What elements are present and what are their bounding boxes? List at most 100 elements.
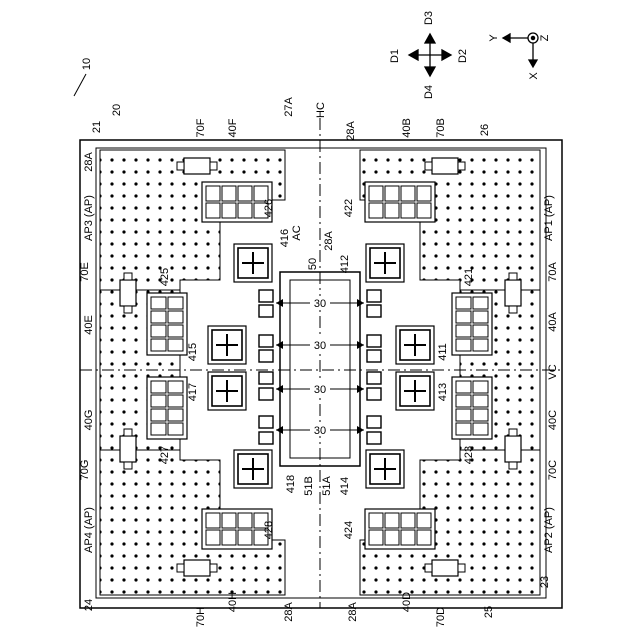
label-30: 30 xyxy=(314,298,326,310)
double-arrow-30-3: 30 xyxy=(276,382,364,396)
label-28a-top: 28A xyxy=(345,121,357,141)
bond-pad-right-2 xyxy=(367,305,381,317)
label-28a-mid: 28A xyxy=(323,231,335,251)
label-10: 10 xyxy=(81,58,93,70)
label-427: 427 xyxy=(159,446,171,464)
bond-pad-right-8 xyxy=(367,432,381,444)
bond-pad-right-3 xyxy=(367,335,381,347)
label-51b: 51B xyxy=(303,476,315,496)
label-23: 23 xyxy=(539,576,551,588)
axis-d4: D4 xyxy=(423,85,435,99)
label-ap3: AP3 (AP) xyxy=(83,195,95,241)
label-428: 428 xyxy=(263,521,275,539)
axis-symbol xyxy=(409,33,538,76)
bond-pad-left-7 xyxy=(259,416,273,428)
transistor-pad-415 xyxy=(208,326,246,364)
label-426: 426 xyxy=(263,199,275,217)
label-27a: 27A xyxy=(283,97,295,117)
label-70c: 70C xyxy=(547,460,559,480)
capacitor-array-40h xyxy=(202,509,272,549)
label-414: 414 xyxy=(339,477,351,495)
label-30: 30 xyxy=(314,340,326,352)
label-51a: 51A xyxy=(321,476,333,496)
label-28a-bl: 28A xyxy=(283,602,295,622)
label-424: 424 xyxy=(343,521,355,539)
label-421: 421 xyxy=(463,268,475,286)
label-417: 417 xyxy=(187,383,199,401)
label-ap4: AP4 (AP) xyxy=(83,507,95,553)
label-40d: 40D xyxy=(401,592,413,612)
label-415: 415 xyxy=(187,343,199,361)
label-70e: 70E xyxy=(79,262,91,282)
label-ac: AC xyxy=(291,225,303,240)
transistor-pad-group xyxy=(208,244,434,488)
transistor-pad-412 xyxy=(366,244,404,282)
label-hc: HC xyxy=(315,102,327,118)
label-70g: 70G xyxy=(79,460,91,481)
bond-pad-left-6 xyxy=(259,388,273,400)
transistor-pad-418 xyxy=(234,450,272,488)
label-28a-br: 28A xyxy=(347,602,359,622)
bond-pad-right-7 xyxy=(367,416,381,428)
capacitor-array-40d xyxy=(365,509,435,549)
axis-y: Y xyxy=(488,34,500,42)
label-20: 20 xyxy=(111,104,123,116)
label-21: 21 xyxy=(91,121,103,133)
label-40c: 40C xyxy=(547,410,559,430)
label-70a: 70A xyxy=(547,262,559,282)
transistor-pad-416 xyxy=(234,244,272,282)
label-40e: 40E xyxy=(83,315,95,335)
bond-pad-right-5 xyxy=(367,372,381,384)
bond-pad-left-3 xyxy=(259,335,273,347)
bond-pad-left-2 xyxy=(259,305,273,317)
bond-pad-right-6 xyxy=(367,388,381,400)
double-arrow-30-4: 30 xyxy=(276,423,364,437)
axis-d3: D3 xyxy=(423,11,435,25)
label-418: 418 xyxy=(285,475,297,493)
label-411: 411 xyxy=(437,343,449,361)
label-30: 30 xyxy=(314,425,326,437)
label-40g: 40G xyxy=(83,410,95,431)
label-ap2: AP2 (AP) xyxy=(543,507,555,553)
capacitor-array-40a xyxy=(452,293,492,355)
axis-x: X xyxy=(528,72,540,80)
label-25: 25 xyxy=(483,606,495,618)
label-ap1: AP1 (AP) xyxy=(543,195,555,241)
capacitor-array-40f xyxy=(202,182,272,222)
label-30: 30 xyxy=(314,384,326,396)
bond-pad-right-1 xyxy=(367,290,381,302)
label-28a-tl: 28A xyxy=(83,152,95,172)
label-vc: VC xyxy=(547,364,559,379)
label-50: 50 xyxy=(307,258,319,270)
axis-z: Z xyxy=(539,34,551,41)
label-26: 26 xyxy=(479,124,491,136)
label-40h: 40H xyxy=(227,592,239,612)
label-40b: 40B xyxy=(401,118,413,138)
label-412: 412 xyxy=(339,255,351,273)
label-24: 24 xyxy=(83,599,95,611)
transistor-pad-413 xyxy=(396,372,434,410)
label-70h: 70H xyxy=(195,607,207,627)
bond-pad-right-4 xyxy=(367,350,381,362)
capacitor-array-40e xyxy=(147,293,187,355)
label-422: 422 xyxy=(343,199,355,217)
label-70f: 70F xyxy=(195,118,207,137)
capacitor-array-40g xyxy=(147,377,187,439)
label-70d: 70D xyxy=(435,607,447,627)
transistor-pad-414 xyxy=(366,450,404,488)
axis-d2: D2 xyxy=(457,49,469,63)
bond-pad-left-4 xyxy=(259,350,273,362)
label-40a: 40A xyxy=(547,312,559,332)
label-416: 416 xyxy=(279,229,291,247)
label-425: 425 xyxy=(159,268,171,286)
bond-pad-left-1 xyxy=(259,290,273,302)
label-70b: 70B xyxy=(435,118,447,138)
label-40f: 40F xyxy=(227,118,239,137)
double-arrow-30-2: 30 xyxy=(276,338,364,352)
capacitor-array-40c xyxy=(452,377,492,439)
label-413: 413 xyxy=(437,383,449,401)
transistor-pad-417 xyxy=(208,372,246,410)
capacitor-array-40b xyxy=(365,182,435,222)
label-423: 423 xyxy=(463,446,475,464)
axis-d1: D1 xyxy=(389,49,401,63)
